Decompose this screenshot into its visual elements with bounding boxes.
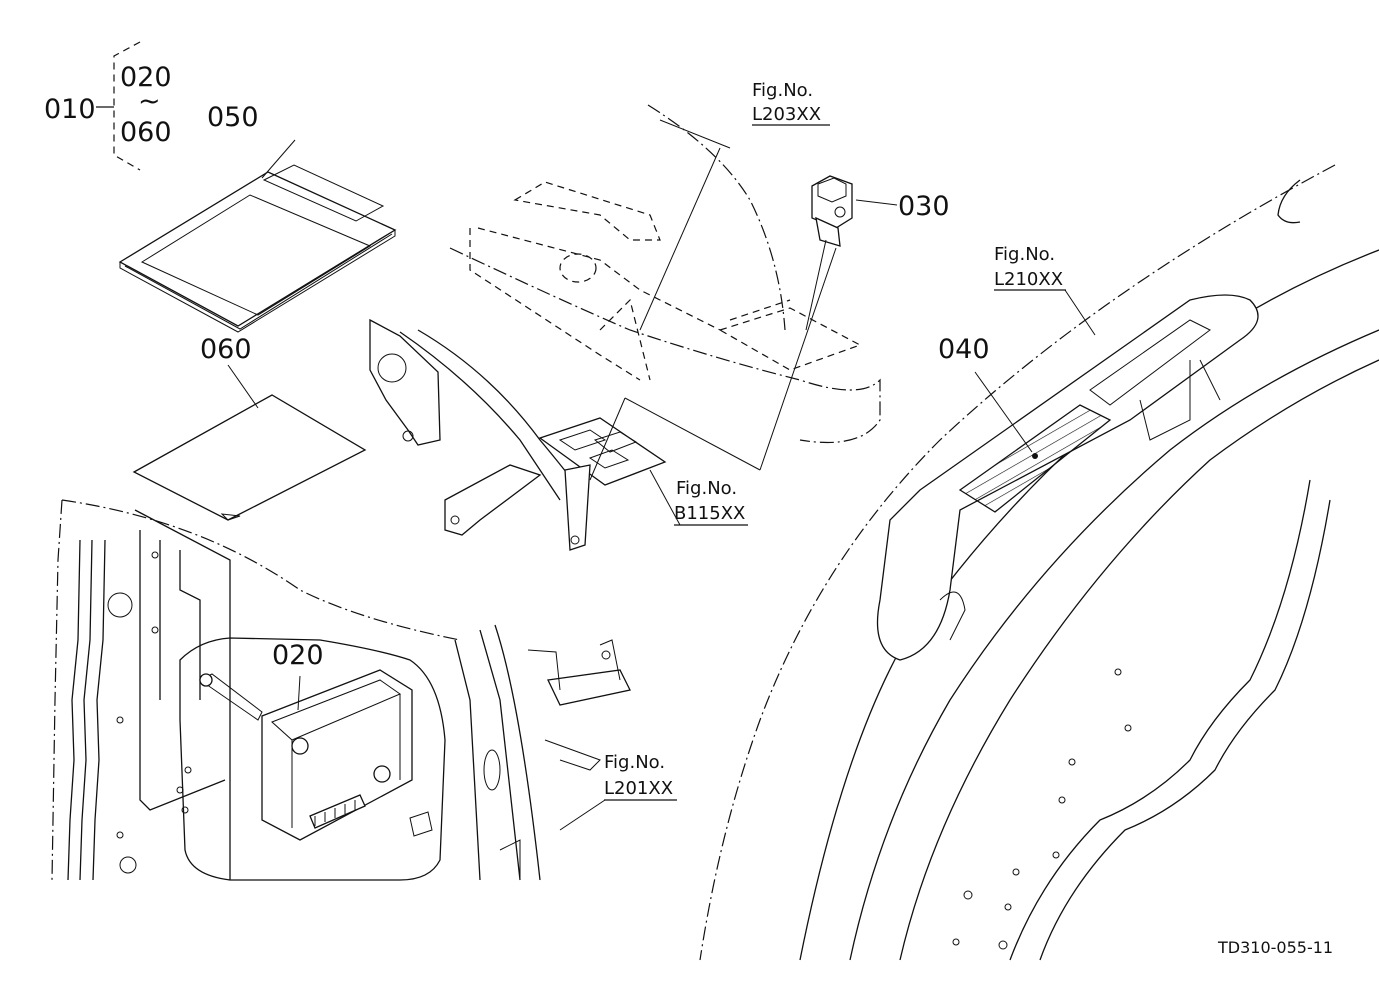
fig-ref-l203xx: L203XX [752,104,821,125]
assembly-bracket: 010 020 ~ 060 [44,41,172,171]
part-020-label: 020 [272,640,324,671]
fig-label-l210: Fig.No. [994,244,1055,265]
fig-ref-b115xx: B115XX [674,503,745,524]
part-020-controller: 020 [199,640,433,841]
fig-label-l201: Fig.No. [604,752,665,773]
cab-panel-assembly: Fig.No. L201XX [51,499,677,881]
drawing-code: TD310-055-11 [1217,938,1333,957]
assembly-range-separator: ~ [138,86,161,117]
part-050-label: 050 [207,102,259,133]
part-040-label: 040 [938,334,990,365]
fig-label-l203: Fig.No. [752,80,813,101]
dashboard-assembly: Fig.No. L203XX [449,80,881,443]
assembly-range-from: 020 [120,62,172,93]
fig-ref-l210xx: L210XX [994,269,1063,290]
part-060-sheet: 060 [132,334,367,521]
bracket-frame: Fig.No. B115XX [369,318,761,551]
part-060-label: 060 [200,334,252,365]
fender-mounting-holes [952,668,1132,950]
assembly-range-to: 060 [120,117,172,148]
fig-ref-l201xx: L201XX [604,778,673,799]
fender-assembly: 040 Fig.No. L210XX [699,164,1379,961]
part-030-switch: 030 [759,175,950,471]
fig-label-b115: Fig.No. [676,478,737,499]
part-030-label: 030 [898,191,950,222]
assembly-parent-number: 010 [44,94,96,125]
part-050-manual: 050 [118,102,397,333]
